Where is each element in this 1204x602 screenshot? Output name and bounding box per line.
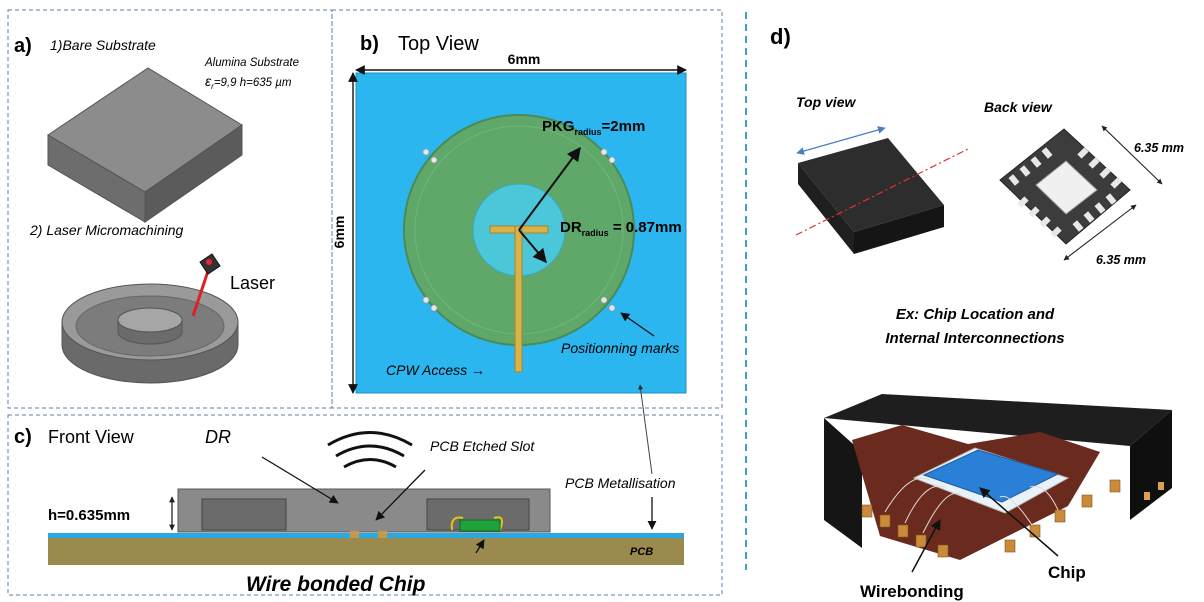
etched-slot-1: [350, 531, 359, 538]
cutaway-top: [824, 394, 1172, 446]
dim2-arrow: [1063, 204, 1137, 261]
cutaway-left: [824, 418, 862, 548]
backview-pad: [1035, 160, 1098, 215]
laser-label: Laser: [230, 273, 275, 293]
eps-value: =9,9 h=635 µm: [214, 77, 292, 89]
topview-side2: [854, 205, 944, 254]
permittivity-label: εr=9,9 h=635 µm: [205, 73, 292, 91]
metallisation-label: PCB Metallisation: [565, 475, 676, 491]
dim2-label: 6.35 mm: [1096, 253, 1146, 267]
top-view-chip: [795, 126, 969, 254]
panel-b-letter: b): [360, 33, 379, 55]
panel-c-border: [7, 414, 723, 596]
positioning-marks-label: Positionning marks: [561, 340, 679, 356]
laser-beam: [191, 253, 221, 317]
resonator-top: [117, 307, 183, 333]
side-pads: [1144, 482, 1164, 500]
eps-subscript: r: [211, 82, 214, 91]
pkg-radius-label: PKGradius=2mm: [542, 118, 645, 137]
dr-main: DR: [560, 219, 582, 236]
cpw-access-label: CPW Access →: [386, 362, 485, 378]
panel-b: b) Top View 6mm 6mm PKGradius=2mm DRradi…: [331, 33, 687, 394]
back-view-chip: [999, 125, 1163, 261]
etched-slot-2: [378, 531, 387, 538]
chip-pointer-d: [979, 487, 1059, 557]
pkg-value: =2mm: [602, 118, 646, 135]
pcb-metallisation: [48, 533, 684, 538]
positioning-marks: [422, 148, 616, 312]
wirebonding-label: Wirebonding: [860, 582, 964, 601]
metal-pointer-long: [638, 384, 653, 475]
eps-symbol: ε: [205, 73, 212, 89]
silicon-chip: [922, 449, 1060, 503]
chip-label: Chip: [1048, 563, 1086, 582]
laser-dot: [206, 259, 212, 265]
panel-c-letter: c): [14, 426, 32, 448]
bonded-chip: [459, 519, 501, 532]
dr-subscript: radius: [582, 228, 609, 238]
dim1-arrow: [1101, 125, 1163, 185]
panel-b-title: Top View: [398, 33, 479, 55]
bare-substrate: [47, 67, 243, 223]
pcb-board: [48, 538, 684, 565]
height-label: h=0.635mm: [48, 507, 130, 524]
step1-label: 1)Bare Substrate: [50, 37, 156, 53]
panel-c: c) Front View DR PCB Etched Slot PCB Met…: [14, 384, 684, 596]
material-label: Alumina Substrate: [204, 57, 299, 69]
panel-a: a) 1)Bare Substrate Alumina Substrate εr…: [14, 35, 299, 384]
panel-a-letter: a): [14, 35, 32, 57]
chip-pointer: [475, 539, 485, 554]
cutaway-leads: [861, 479, 1121, 558]
pkg-radius-arrow: [518, 146, 581, 231]
pkg-main: PKG: [542, 118, 575, 135]
topview-side: [798, 163, 854, 254]
pcb-label: PCB: [630, 546, 653, 558]
ex-line1: Ex: Chip Location and: [896, 306, 1055, 323]
panel-d: d) Top view Back view: [770, 24, 1184, 601]
bond-wire-loops: [884, 477, 1059, 534]
left-cavity: [201, 498, 287, 531]
panel-b-border: [331, 9, 723, 409]
back-view-label: Back view: [984, 99, 1053, 115]
dr-label: DR: [205, 427, 231, 447]
topview-top: [798, 138, 944, 232]
dr-radius-label: DRradius = 0.87mm: [560, 219, 682, 238]
cutaway-package: [824, 394, 1172, 560]
panel-c-title: Front View: [48, 427, 135, 447]
marks-pointer: [620, 312, 655, 337]
bond-wires: [450, 516, 503, 531]
machined-substrate: [61, 283, 239, 384]
pkg-subscript: radius: [575, 127, 602, 137]
ex-line2: Internal Interconnections: [885, 330, 1064, 347]
slot-label: PCB Etched Slot: [430, 438, 535, 454]
top-dim-arrow: [796, 126, 886, 155]
dr-radius-arrow: [518, 229, 547, 264]
cut-line: [795, 148, 969, 236]
step2-label: 2) Laser Micromachining: [29, 222, 183, 238]
substrate-right: [144, 124, 243, 223]
slot-pointer: [375, 469, 426, 521]
height-dimension: 6mm: [331, 216, 347, 249]
top-view-label: Top view: [796, 94, 856, 110]
panel-a-border: [7, 9, 333, 409]
wire-bonded-chip-label: Wire bonded Chip: [246, 573, 426, 596]
panel-borders: [7, 9, 723, 596]
feed-line: [514, 225, 523, 373]
width-dimension: 6mm: [508, 51, 541, 67]
dr-value: = 0.87mm: [609, 219, 682, 236]
dr-pointer: [261, 456, 339, 504]
cutaway-right: [1130, 410, 1172, 520]
dim1-label: 6.35 mm: [1134, 141, 1184, 155]
radiation-waves: [327, 431, 413, 469]
panel-d-letter: d): [770, 24, 791, 49]
wirebond-pointer: [911, 519, 941, 573]
